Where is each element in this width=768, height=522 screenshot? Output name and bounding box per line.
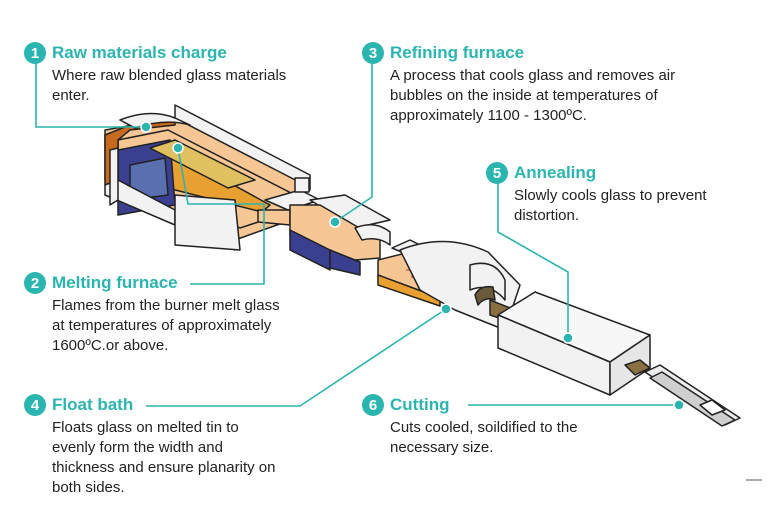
desc-line: necessary size. [390, 439, 494, 456]
desc-line: Cuts cooled, soildified to the [390, 419, 578, 436]
step-badge: 6 [362, 394, 384, 416]
desc-line: thickness and ensure planarity on [52, 459, 276, 476]
step-title: Float bath [52, 395, 134, 414]
desc-line: approximately 1100 - 1300ºC. [390, 107, 587, 124]
step-description: Cuts cooled, soildified to the necessary… [390, 418, 578, 458]
leader-5 [497, 182, 569, 338]
leader-lines [35, 55, 673, 407]
step-2-melting-furnace: 2 Melting furnace Flames from the burner … [24, 272, 280, 356]
desc-line: bubbles on the inside at temperatures of [390, 87, 658, 104]
desc-line: distortion. [514, 207, 580, 224]
step-title: Annealing [514, 163, 597, 182]
desc-line: A process that cools glass and removes a… [390, 67, 676, 84]
step-description: Flames from the burner melt glass at tem… [52, 296, 280, 356]
dot-6 [673, 399, 685, 411]
cutting-conveyor [624, 359, 741, 427]
step-description: Slowly cools glass to prevent distortion… [514, 186, 707, 226]
float-bath [377, 239, 521, 331]
step-badge: 4 [24, 394, 46, 416]
step-description: Floats glass on melted tin to evenly for… [52, 418, 275, 498]
desc-line: at temperatures of approximately [52, 317, 272, 334]
annealing-lehr [497, 291, 651, 396]
step-4-float-bath: 4 Float bath Floats glass on melted tin t… [24, 394, 275, 498]
desc-line: Flames from the burner melt glass [52, 297, 280, 314]
step-6-cutting: 6 Cutting Cuts cooled, soildified to the … [362, 394, 578, 458]
leader-2 [177, 147, 265, 285]
step-1-raw-materials: 1 Raw materials charge Where raw blended … [24, 42, 286, 106]
step-description: A process that cools glass and removes a… [390, 66, 675, 126]
step-badge: 5 [486, 162, 508, 184]
desc-line: enter. [52, 87, 90, 104]
dot-3 [329, 216, 341, 228]
leader-1 [35, 60, 146, 128]
refining-furnace [289, 194, 391, 276]
step-title: Refining furnace [390, 43, 525, 62]
step-5-annealing: 5 Annealing Slowly cools glass to prevent… [486, 162, 707, 226]
melting-furnace [104, 104, 311, 251]
dot-5 [562, 332, 574, 344]
step-title: Melting furnace [52, 273, 178, 292]
desc-line: both sides. [52, 479, 125, 496]
step-3-refining-furnace: 3 Refining furnace A process that cools g… [362, 42, 675, 126]
dot-2 [172, 142, 184, 154]
leader-dots [140, 121, 685, 411]
desc-line: Slowly cools glass to prevent [514, 187, 707, 204]
dot-1 [140, 121, 152, 133]
leader-3 [334, 55, 373, 223]
dot-4 [440, 303, 452, 315]
desc-line: Floats glass on melted tin to [52, 419, 239, 436]
leader-4 [146, 308, 447, 407]
desc-line: evenly form the width and [52, 439, 223, 456]
step-description: Where raw blended glass materials enter. [52, 66, 286, 106]
step-title: Raw materials charge [52, 43, 227, 62]
step-badge: 1 [24, 42, 46, 64]
step-badge: 3 [362, 42, 384, 64]
desc-line: 1600ºC.or above. [52, 337, 169, 354]
step-badge: 2 [24, 272, 46, 294]
step-title: Cutting [390, 395, 450, 414]
desc-line: Where raw blended glass materials [52, 67, 287, 84]
